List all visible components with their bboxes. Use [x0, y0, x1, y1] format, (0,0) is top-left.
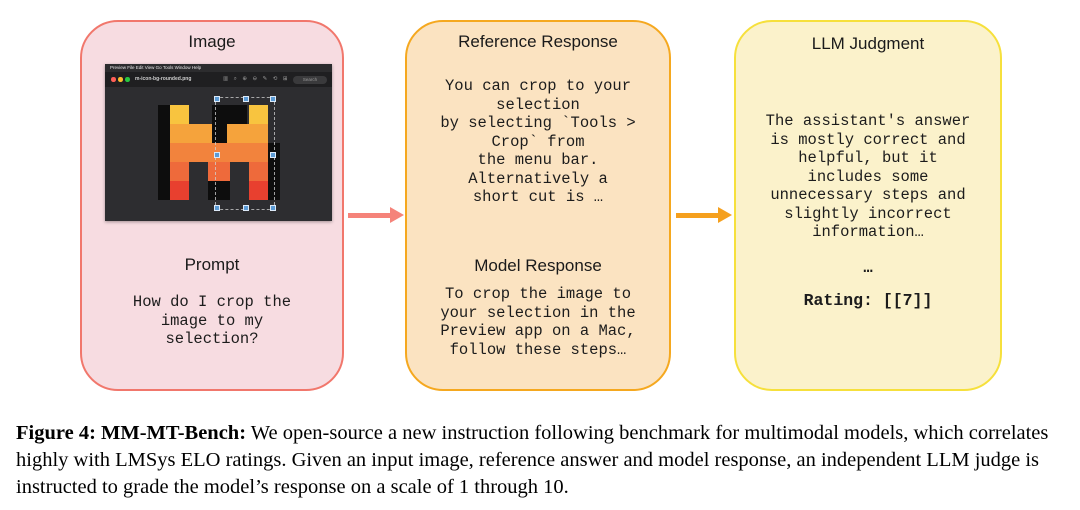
selection-handle[interactable]	[243, 96, 249, 102]
selection-handle[interactable]	[243, 205, 249, 211]
minimize-traffic-light-icon	[118, 77, 123, 82]
image-prompt-panel: Image Preview File Edit View Go Tools Wi…	[80, 20, 344, 391]
preview-app-screenshot: Preview File Edit View Go Tools Window H…	[105, 64, 332, 221]
close-traffic-light-icon	[111, 77, 116, 82]
reference-response-heading: Reference Response	[458, 32, 618, 51]
arrow-shaft	[348, 212, 392, 218]
reference-response-text: You can crop to your selection by select…	[440, 77, 636, 206]
rating-text: Rating: [[7]]	[803, 291, 933, 310]
model-response-text: To crop the image to your selection in t…	[440, 285, 636, 359]
reference-model-panel: Reference Response You can crop to your …	[405, 20, 671, 391]
judgment-ellipsis: …	[863, 259, 873, 277]
preview-toolbar-icons: ▥ ⌕ ⊕ ⊖ ✎ ⟲ ⊞	[223, 76, 290, 82]
selection-handle[interactable]	[214, 205, 220, 211]
selection-handle[interactable]	[270, 96, 276, 102]
llm-judgment-panel: LLM Judgment The assistant's answer is m…	[734, 20, 1002, 391]
preview-titlebar: m-icon-bg-rounded.png ▥ ⌕ ⊕ ⊖ ✎ ⟲ ⊞ Sear…	[105, 72, 332, 87]
llm-judgment-heading: LLM Judgment	[811, 34, 925, 53]
figure-caption-text: We open-source a new instruction followi…	[16, 422, 1049, 498]
selection-handle[interactable]	[270, 151, 276, 158]
selection-handle[interactable]	[214, 96, 220, 102]
selection-handle[interactable]	[270, 205, 276, 211]
search-field: Search	[293, 75, 327, 84]
prompt-heading: Prompt	[184, 255, 240, 274]
preview-filename: m-icon-bg-rounded.png	[135, 76, 192, 82]
selection-marquee[interactable]	[214, 96, 276, 211]
model-response-heading: Model Response	[474, 256, 602, 275]
arrow-shaft	[676, 212, 720, 218]
preview-canvas	[105, 87, 332, 221]
selection-handle[interactable]	[214, 151, 220, 158]
preview-menubar: Preview File Edit View Go Tools Window H…	[105, 64, 332, 72]
zoom-traffic-light-icon	[125, 77, 130, 82]
arrow-image-to-reference	[348, 207, 404, 223]
figure-caption: Figure 4: MM-MT-Bench: We open-source a …	[16, 420, 1068, 501]
arrow-head-icon	[718, 207, 732, 223]
image-panel-title: Image	[188, 32, 236, 51]
figure-caption-label: Figure 4: MM-MT-Bench:	[16, 422, 247, 444]
prompt-text: How do I crop the image to my selection?	[132, 293, 292, 348]
judgment-text: The assistant's answer is mostly correct…	[765, 112, 971, 241]
arrow-reference-to-judgment	[676, 207, 732, 223]
arrow-head-icon	[390, 207, 404, 223]
